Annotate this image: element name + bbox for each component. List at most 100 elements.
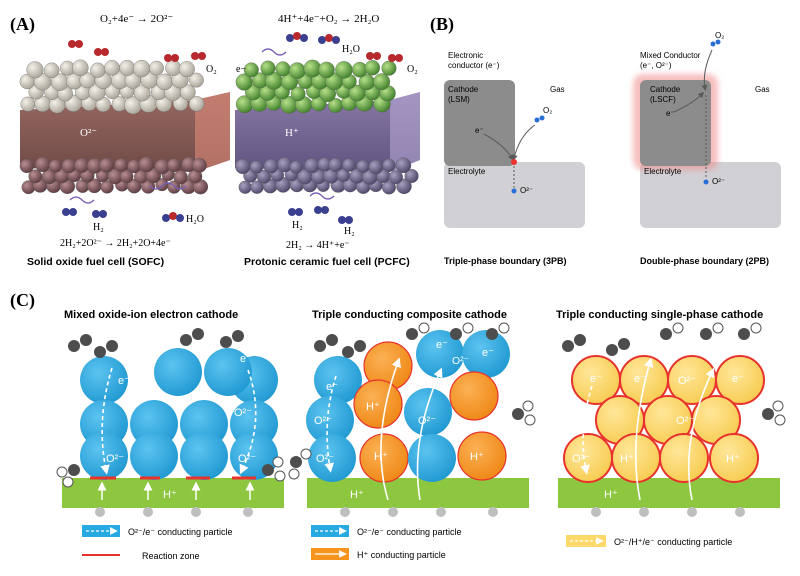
sofc-ion-label: O²⁻ <box>80 127 97 139</box>
cathode-particle <box>373 73 391 91</box>
tpb-ion-dot <box>511 188 517 194</box>
cathode-particle <box>178 61 195 78</box>
anode-particle <box>388 170 403 185</box>
sofc-caption: Solid oxide fuel cell (SOFC) <box>27 256 164 268</box>
tpb-gas-label: Gas <box>550 85 565 94</box>
composite-ion-label-4: O²⁻ <box>316 453 334 465</box>
pcfc-diagram: 4H⁺+4e⁻+O₂ → 2H₂O H⁺ e− H₂O O₂ H₂ <box>235 13 420 268</box>
orange-particle <box>449 371 499 421</box>
sofc-h2-molecules <box>62 208 184 222</box>
mixed-cathode-diagram: Mixed oxide-ion electron cathode e⁻ e⁻ O… <box>56 309 286 561</box>
mixed-legend-particle: O²⁻/e⁻ conducting particle <box>128 527 233 537</box>
anode-particle <box>238 180 252 194</box>
cathode-particle <box>180 84 196 100</box>
composite-electron-label-3: e⁻ <box>482 347 494 359</box>
dpb-caption: Double-phase boundary (2PB) <box>640 256 769 266</box>
anode-particle <box>304 158 320 174</box>
dpb-conductor-label: Mixed Conductor(e⁻, O²⁻) <box>640 51 701 70</box>
dpb-diagram: Mixed Conductor(e⁻, O²⁻) O₂ Cathode(LSCF… <box>633 31 781 266</box>
single-electron-label-2: e⁻ <box>634 373 646 385</box>
single-ion-label-3: O²⁻ <box>676 415 694 427</box>
blue-particle <box>306 396 354 444</box>
composite-path-2 <box>380 357 401 501</box>
sofc-o2-label: O₂ <box>206 64 217 75</box>
mixed-legend-zone: Reaction zone <box>142 551 200 561</box>
single-bottom-dots <box>591 507 745 517</box>
cathode-particle <box>90 62 106 78</box>
anode-particle <box>192 158 207 173</box>
pcfc-top-equation: 4H⁺+4e⁻+O₂ → 2H₂O <box>278 13 379 25</box>
anode-particle <box>328 157 343 172</box>
anode-particle <box>356 159 370 173</box>
dpb-electron-label: e⁻ <box>666 109 675 118</box>
yellow-particle <box>659 433 709 483</box>
dpb-o2-label: O₂ <box>715 31 724 40</box>
blue-particle <box>80 432 128 480</box>
blue-particle <box>462 330 510 378</box>
sofc-wavy-left <box>69 196 95 204</box>
sofc-anode-particles <box>19 156 209 195</box>
panel-a-label: (A) <box>10 14 35 35</box>
mixed-path-right <box>239 369 257 475</box>
anode-particle <box>120 169 134 184</box>
pcfc-h2-label-1: H₂ <box>292 220 303 231</box>
single-path-3 <box>687 367 715 501</box>
panel-b-label: (B) <box>430 14 454 35</box>
mixed-particles <box>80 348 278 480</box>
single-proton-label-2: H⁺ <box>726 453 740 465</box>
blue-particle <box>130 432 178 480</box>
anode-particle <box>382 158 396 172</box>
dpb-cathode-label: Cathode(LSCF) <box>650 85 681 104</box>
tpb-electrolyte-label: Electrolyte <box>448 167 486 176</box>
single-phase-cathode-diagram: Triple conducting single-phase cathode e… <box>556 309 786 547</box>
tpb-electron-label: e⁻ <box>475 126 484 135</box>
anode-particle <box>127 159 141 174</box>
anode-particle <box>19 158 34 174</box>
single-legend-particle: O²⁻/H⁺/e⁻ conducting particle <box>614 537 732 547</box>
tpb-caption: Triple-phase boundary (3PB) <box>444 256 567 266</box>
dpb-o2-arrow <box>701 49 713 91</box>
cathode-particle <box>364 60 381 76</box>
tpb-o2-label: O₂ <box>543 106 552 115</box>
pcfc-caption: Protonic ceramic fuel cell (PCFC) <box>244 256 410 268</box>
pcfc-electrolyte <box>235 92 420 172</box>
cathode-particle <box>119 59 136 76</box>
anode-particle <box>167 158 181 173</box>
single-gas-molecules <box>562 322 786 426</box>
pcfc-h2-molecules <box>288 206 353 224</box>
pcfc-wavy-top <box>261 48 287 56</box>
sofc-wavy-right <box>149 182 187 190</box>
mixed-title: Mixed oxide-ion electron cathode <box>64 309 238 321</box>
pcfc-bottom-equation: 2H₂ → 4H⁺+e⁻ <box>286 240 350 251</box>
cathode-particle <box>288 62 306 79</box>
sofc-h2o-label: H₂O <box>186 214 204 225</box>
pcfc-ion-label: H⁺ <box>285 127 299 139</box>
cathode-particle <box>43 62 60 79</box>
anode-particle <box>249 160 264 174</box>
cathode-particle <box>72 59 89 76</box>
pcfc-cathode-particles <box>235 59 397 114</box>
single-path-2 <box>634 357 654 501</box>
tpb-reaction-point <box>511 159 517 165</box>
tpb-o2-molecule-a <box>534 117 540 123</box>
mixed-up-arrows <box>97 481 255 500</box>
single-electron-label-1: e⁻ <box>590 373 602 385</box>
tpb-o2-arrow <box>511 124 536 161</box>
tpb-cathode-label: Cathode(LSM) <box>448 85 479 104</box>
sofc-electrolyte <box>20 92 230 172</box>
composite-legend-particle-2: H⁺ conducting particle <box>357 550 446 560</box>
composite-title: Triple conducting composite cathode <box>312 309 507 321</box>
blue-particle <box>416 330 464 378</box>
panel-c-label: (C) <box>10 290 35 311</box>
anode-particle <box>263 158 279 174</box>
cathode-particle <box>335 61 353 79</box>
dpb-o2-molecule-b <box>715 39 721 45</box>
single-electrolyte <box>558 478 780 508</box>
anode-particle <box>99 157 114 173</box>
blue-particle <box>80 356 128 404</box>
composite-path-3 <box>416 367 443 501</box>
cathode-particle <box>381 60 397 76</box>
dpb-ion-label: O²⁻ <box>712 177 725 186</box>
